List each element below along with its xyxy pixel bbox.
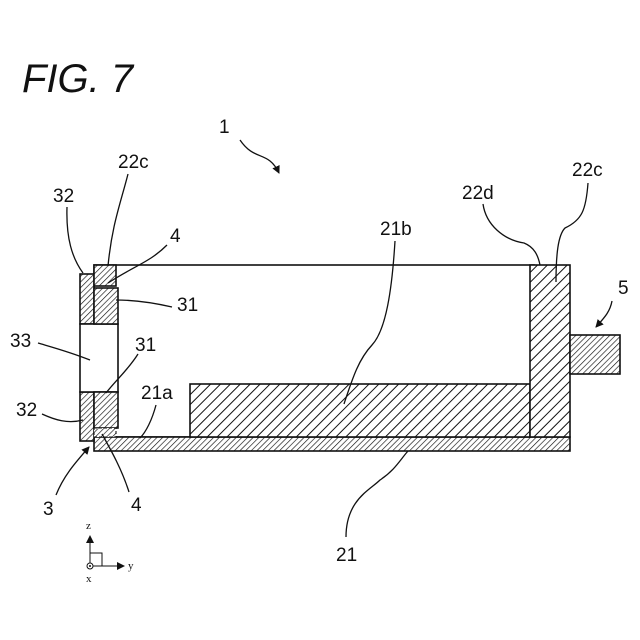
figure-title: FIG. 7 — [22, 57, 135, 101]
part-31-upper — [94, 288, 118, 324]
leader-5 — [596, 301, 612, 327]
axis-label-x: x — [86, 573, 92, 585]
label-4-lower: 4 — [131, 495, 142, 516]
label-21b: 21b — [380, 219, 412, 240]
axis-label-y: y — [128, 560, 134, 572]
leader-3 — [56, 447, 89, 495]
label-4-upper: 4 — [170, 226, 181, 247]
top-plate-22c-left — [94, 265, 116, 286]
member-21b — [190, 384, 530, 437]
leader-4-upper — [108, 245, 167, 283]
axis-label-z: z — [86, 520, 91, 532]
label-31-upper: 31 — [177, 295, 198, 316]
leader-21a — [140, 405, 156, 438]
label-33: 33 — [10, 331, 31, 352]
coordinate-axes: z y x — [86, 520, 134, 585]
label-21a: 21a — [141, 383, 173, 404]
label-32-lower: 32 — [16, 400, 37, 421]
gap-4-lower — [94, 428, 116, 437]
leader-1 — [240, 140, 279, 173]
label-1: 1 — [219, 117, 230, 138]
leader-21 — [346, 451, 408, 537]
projection-5 — [570, 335, 620, 374]
leader-22d — [483, 204, 540, 265]
base-plate-21 — [94, 437, 570, 451]
label-22d: 22d — [462, 183, 494, 204]
leader-32-upper — [67, 207, 83, 273]
frame-32-lower — [80, 392, 94, 441]
side-wall-22d — [530, 265, 570, 437]
leader-22c-left — [108, 174, 128, 266]
label-21: 21 — [336, 545, 357, 566]
label-32-upper: 32 — [53, 186, 74, 207]
frame-32-upper — [80, 274, 94, 324]
label-22c-right: 22c — [572, 160, 603, 181]
leader-31-upper — [116, 300, 172, 307]
part-31-lower — [94, 392, 118, 428]
label-3: 3 — [43, 499, 54, 520]
label-22c-left: 22c — [118, 152, 149, 173]
label-5: 5 — [618, 278, 629, 299]
label-31-lower: 31 — [135, 335, 156, 356]
leader-32-lower — [42, 414, 83, 422]
